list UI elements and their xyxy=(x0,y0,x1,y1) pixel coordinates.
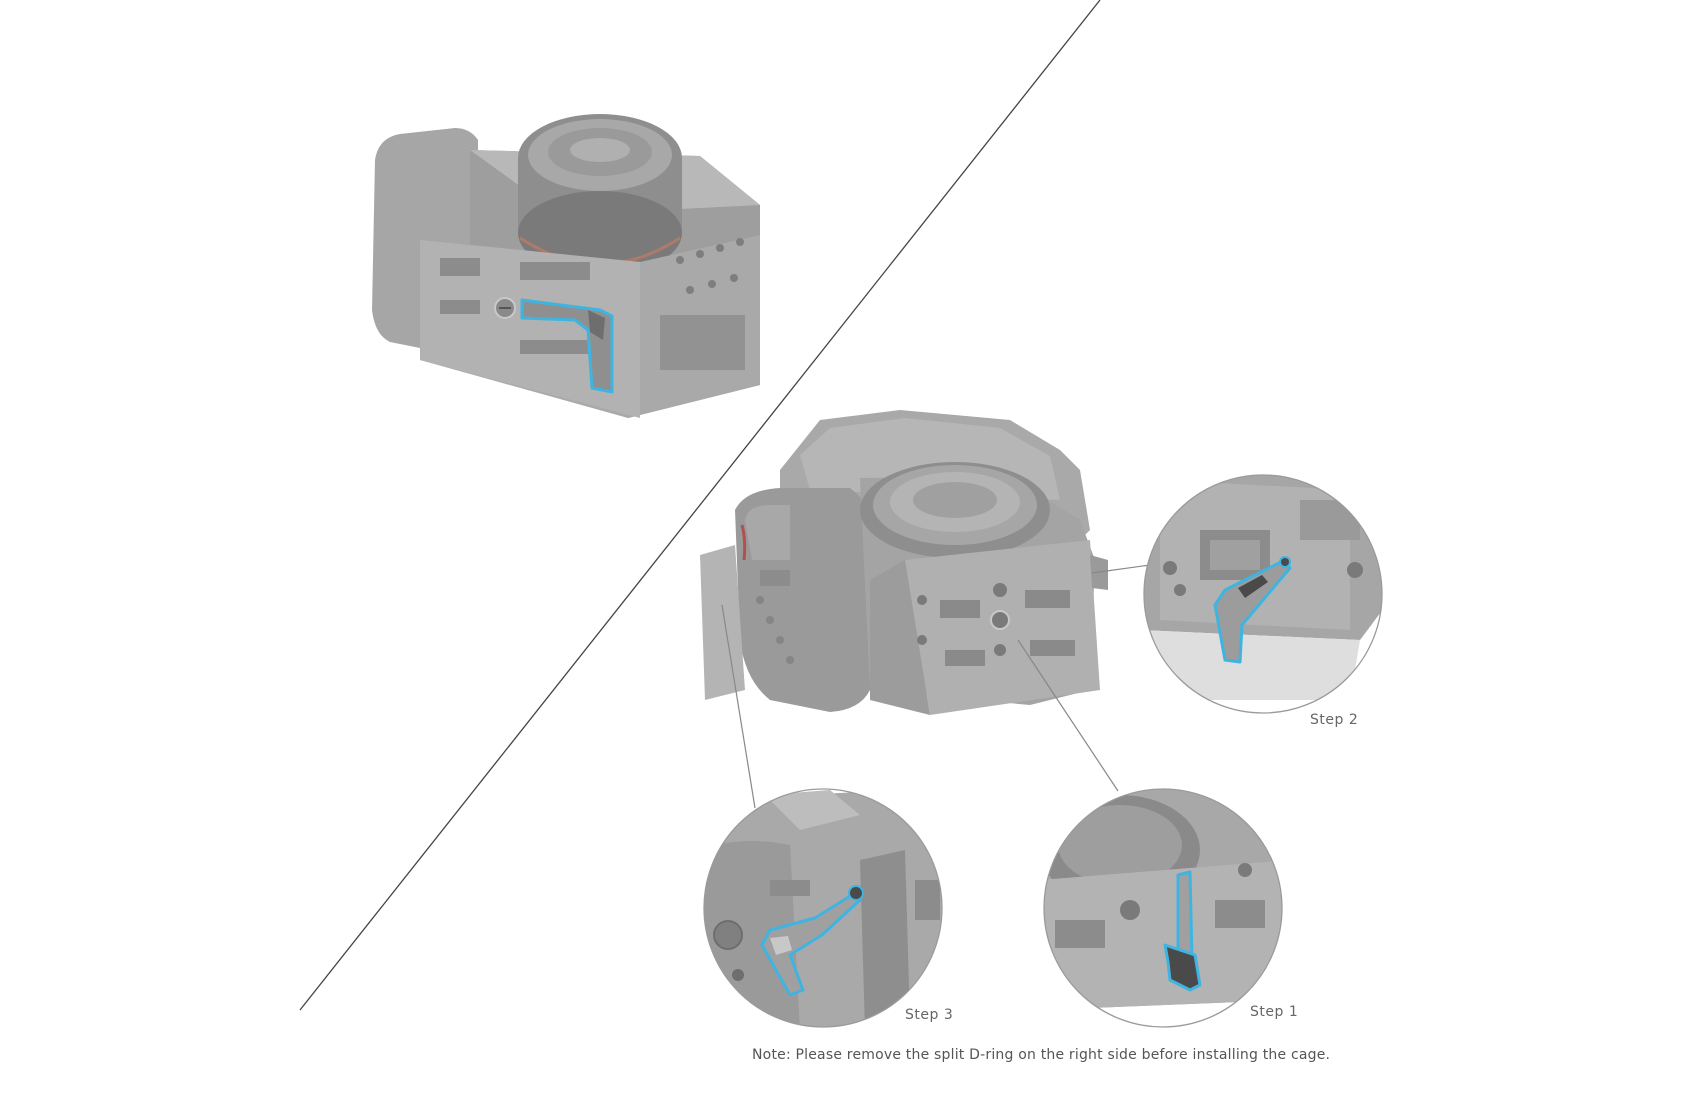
callout-step3 xyxy=(703,788,943,1028)
callout-step2 xyxy=(1143,474,1383,714)
diagonal-divider-line xyxy=(299,0,1101,1011)
camera-with-cage-top-view xyxy=(372,114,760,418)
camera-body-with-cage xyxy=(700,410,1108,715)
leader-line-step1 xyxy=(1017,639,1119,792)
leader-line-step2 xyxy=(1091,564,1151,574)
installation-note: Note: Please remove the split D-ring on … xyxy=(752,1047,1331,1063)
step-1-label: Step 1 xyxy=(1250,1004,1299,1020)
leader-line-step3 xyxy=(721,604,756,809)
step-3-label: Step 3 xyxy=(905,1007,954,1023)
callout-step1 xyxy=(1043,788,1283,1028)
step-2-label: Step 2 xyxy=(1310,712,1359,728)
